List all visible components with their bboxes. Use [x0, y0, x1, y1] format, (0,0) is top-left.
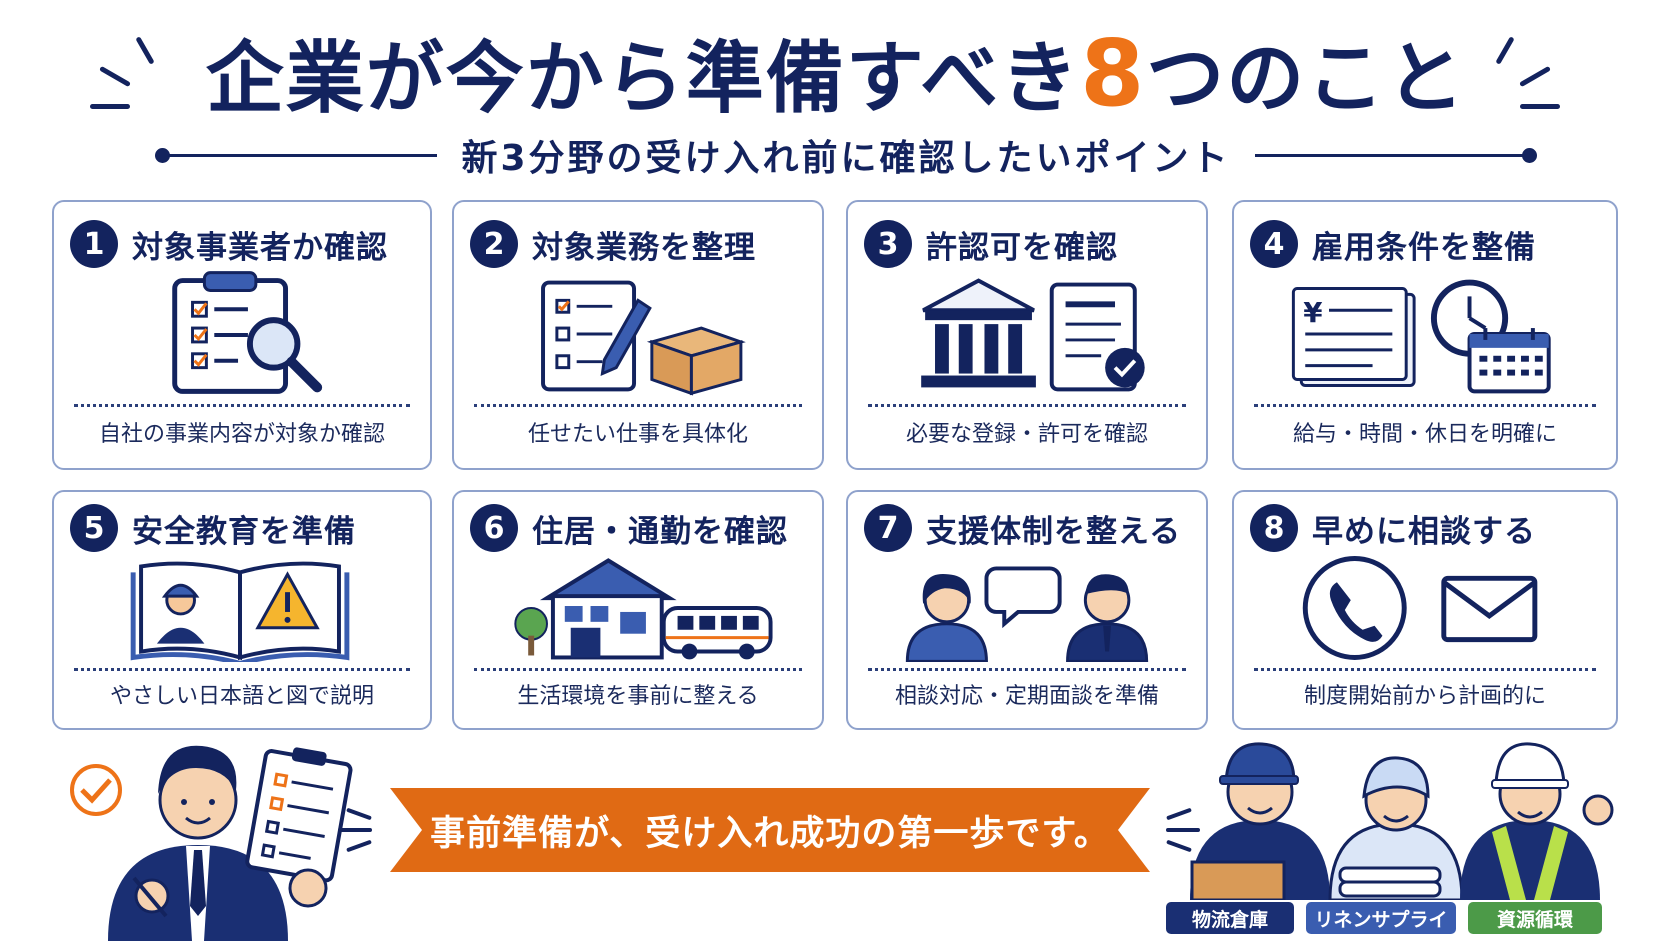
salary-clock-calendar-icon: ¥: [1291, 279, 1551, 394]
banner-text: 事前準備が、受け入れ成功の第一歩です。: [430, 813, 1110, 854]
card-caption: 生活環境を事前に整える: [517, 684, 759, 709]
card-number: 2: [470, 220, 518, 268]
card-title: 許認可を確認: [926, 229, 1118, 266]
subtitle-line-left: [154, 147, 438, 163]
page-title: 企業が今から準備すべき8つのこと: [0, 28, 1672, 120]
card-title: 安全教育を準備: [132, 513, 356, 550]
card-1: 1 対象事業者か確認 自社の事業内容が対象か確認: [52, 200, 432, 470]
card-number: 4: [1250, 220, 1298, 268]
subtitle-row: 新3分野の受け入れ前に確認したいポイント: [154, 132, 1538, 179]
card-number: 8: [1250, 504, 1298, 552]
card-divider: [1254, 668, 1596, 671]
title-accent-number: 8: [1080, 20, 1147, 127]
card-title: 早めに相談する: [1312, 513, 1536, 550]
safety-manual-icon: [130, 561, 350, 662]
card-caption: やさしい日本語と図で説明: [109, 684, 374, 709]
svg-text:¥: ¥: [1303, 296, 1322, 329]
title-burst-right: [1490, 36, 1560, 110]
banner-burst-right: [1160, 806, 1200, 856]
card-divider: [868, 668, 1186, 671]
card-5: 5 安全教育を準備 やさしい日本語と図で説明: [52, 490, 432, 730]
banner-burst-left: [338, 806, 378, 856]
card-caption: 相談対応・定期面談を準備: [894, 684, 1159, 709]
checklist-box-icon: [541, 280, 746, 396]
card-6: 6 住居・通勤を確認 生活環境を事前に整える: [452, 490, 824, 730]
title-rest: つのこと: [1146, 34, 1467, 124]
clipboard-search-icon: [172, 271, 323, 394]
card-title: 雇用条件を整備: [1312, 229, 1536, 266]
banner-ribbon: [390, 788, 1150, 872]
card-4: 4 雇用条件を整備 ¥ 給与・時間・休日を明確に: [1232, 200, 1618, 470]
subtitle-line-right: [1254, 147, 1538, 163]
card-caption: 制度開始前から計画的に: [1303, 684, 1546, 709]
card-8: 8 早めに相談する 制度開始前から計画的に: [1232, 490, 1618, 730]
consultation-icon: [905, 566, 1149, 662]
card-caption: 給与・時間・休日を明確に: [1292, 422, 1557, 447]
tag-linen-supply: リネンサプライ: [1306, 902, 1456, 934]
title-main: 企業が今から準備すべき: [205, 34, 1081, 124]
card-divider: [474, 404, 802, 407]
card-7: 7 支援体制を整える 相談対応・定期面談を準備: [846, 490, 1208, 730]
card-2: 2 対象業務を整理 任せたい仕事を具体化: [452, 200, 824, 470]
page-title-wrap: 企業が今から準備すべき8つのこと: [0, 28, 1672, 120]
card-number: 7: [864, 504, 912, 552]
card-number: 6: [470, 504, 518, 552]
card-divider: [868, 404, 1186, 407]
tag-resource-recycling: 資源循環: [1468, 902, 1602, 934]
card-3: 3 許認可を確認 必要な登録・許可を確認: [846, 200, 1208, 470]
government-document-icon: [921, 278, 1145, 392]
card-divider: [1254, 404, 1596, 407]
house-bus-icon: [514, 558, 773, 660]
workers-illustration: [1190, 742, 1614, 900]
card-title: 対象業務を整理: [532, 229, 756, 266]
card-number: 1: [70, 220, 118, 268]
card-number: 5: [70, 504, 118, 552]
subtitle: 新3分野の受け入れ前に確認したいポイント: [461, 138, 1231, 179]
card-title: 支援体制を整える: [926, 513, 1182, 550]
card-caption: 必要な登録・許可を確認: [905, 422, 1148, 447]
title-burst-left: [90, 36, 160, 110]
card-number: 3: [864, 220, 912, 268]
card-divider: [74, 668, 410, 671]
phone-mail-icon: [1302, 556, 1538, 660]
businessman-illustration: [70, 745, 353, 941]
card-caption: 自社の事業内容が対象か確認: [98, 422, 385, 447]
card-divider: [74, 404, 410, 407]
tag-logistics: 物流倉庫: [1166, 902, 1294, 934]
card-title: 住居・通勤を確認: [532, 513, 788, 550]
card-caption: 任せたい仕事を具体化: [527, 422, 748, 447]
card-title: 対象事業者か確認: [132, 229, 388, 266]
card-divider: [474, 668, 802, 671]
